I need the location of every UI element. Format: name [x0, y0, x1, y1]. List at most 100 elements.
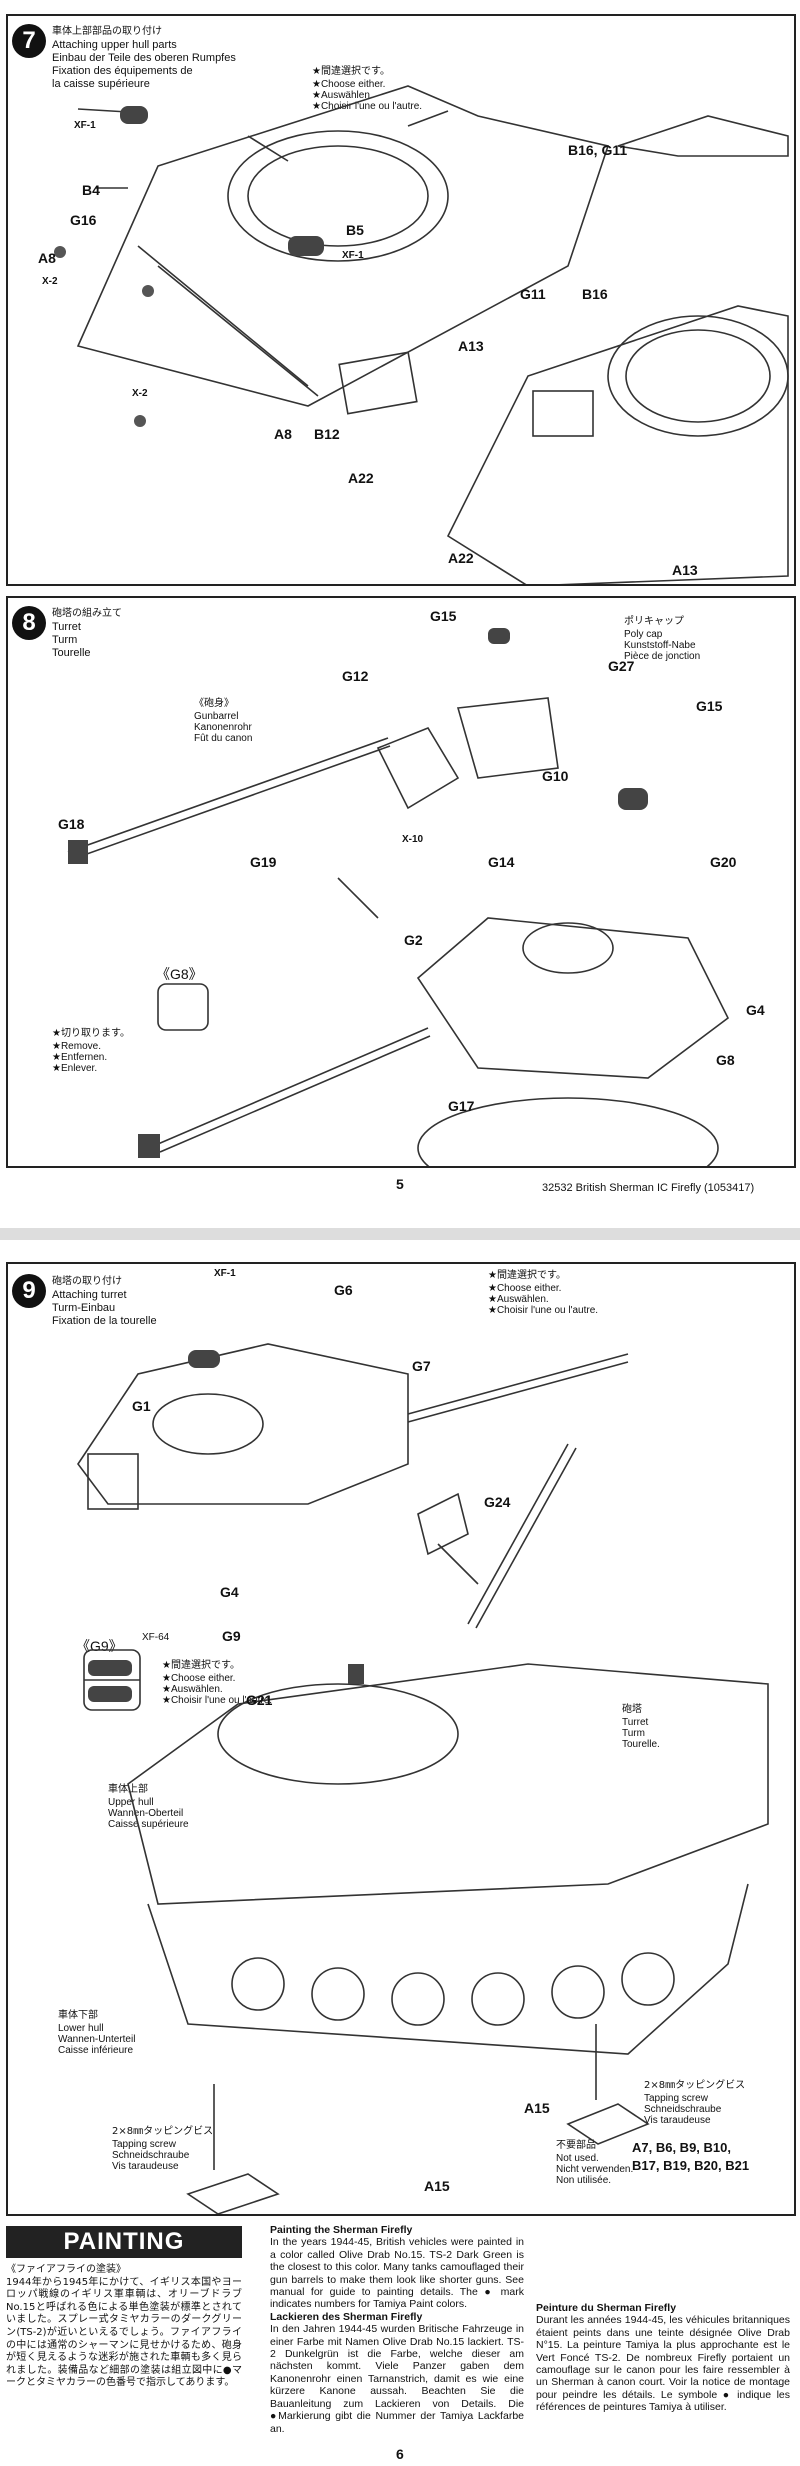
- remove-note-fr: ★Enlever.: [52, 1062, 98, 1074]
- part-label: G11: [520, 286, 546, 302]
- g9-paint: XF-64: [142, 1632, 170, 1643]
- step-9-title-de: Turm-Einbau: [52, 1301, 116, 1314]
- remove-note: ★切り取ります。 ★Remove. ★Entfernen. ★Enlever.: [52, 1028, 130, 1074]
- screw-left-fr: Vis taraudeuse: [112, 2160, 179, 2172]
- not-used-note: 不要部品 Not used. Nicht verwenden. Non util…: [556, 2140, 633, 2186]
- lower-hull-de: Wannen-Unterteil: [58, 2033, 136, 2045]
- screw-right-fr: Vis taraudeuse: [644, 2114, 711, 2126]
- step-8-panel: 8 砲塔の組み立て Turret Turm Tourelle ポリキャップ Po…: [6, 596, 796, 1168]
- part-label: B16: [582, 286, 608, 302]
- page-6: 9 砲塔の取り付け Attaching turret Turm-Einbau F…: [0, 1240, 800, 2466]
- part-label: A8: [38, 250, 56, 266]
- choose-note-fr: ★Choisir l'une ou l'autre.: [488, 1304, 599, 1316]
- part-label: G9: [222, 1628, 241, 1644]
- not-used-parts-2: B17, B19, B20, B21: [632, 2158, 750, 2173]
- not-used-jp: 不要部品: [556, 2140, 596, 2151]
- polycap-note: ポリキャップ Poly cap Kunststoff-Nabe Pièce de…: [624, 616, 700, 662]
- part-label: B16, G11: [568, 142, 628, 158]
- choose-note2-en: ★Choose either.: [162, 1672, 236, 1684]
- choose-note-de: ★Auswählen.: [312, 89, 373, 101]
- painting-jp-column: 《ファイアフライの塗装》 1944年から1945年にかけて、イギリス本国やヨーロ…: [6, 2264, 242, 2390]
- part-label: XF-1: [214, 1268, 236, 1279]
- painting-fr-text: Durant les années 1944-45, les véhicules…: [536, 2314, 790, 2414]
- gunbarrel-fr: Fût du canon: [194, 732, 253, 744]
- part-label: A13: [458, 338, 484, 354]
- screw-left-en: Tapping screw: [112, 2138, 176, 2150]
- page-5: 7 車体上部部品の取り付け Attaching upper hull parts…: [0, 0, 800, 1230]
- lower-hull-note: 車体下部 Lower hull Wannen-Unterteil Caisse …: [58, 2010, 135, 2056]
- part-label: B4: [82, 182, 100, 198]
- part-label: G6: [334, 1282, 353, 1298]
- page-number: 6: [396, 2446, 404, 2462]
- polycap-en: Poly cap: [624, 628, 663, 640]
- part-label: G4: [746, 1002, 765, 1018]
- part-label: G15: [430, 608, 457, 624]
- step-9-title: 砲塔の取り付け Attaching turret Turm-Einbau Fix…: [52, 1276, 157, 1328]
- part-label: X-2: [42, 276, 58, 287]
- step-8-title-de: Turm: [52, 633, 78, 646]
- screw-left-jp: 2×8㎜タッピングビス: [112, 2126, 214, 2137]
- part-label: X-10: [402, 834, 424, 845]
- part-label: G27: [608, 658, 635, 674]
- painting-jp-heading: 《ファイアフライの塗装》: [6, 2264, 126, 2275]
- step-7-title: 車体上部部品の取り付け Attaching upper hull parts E…: [52, 26, 236, 91]
- part-label: A13: [672, 562, 698, 578]
- step-8-title: 砲塔の組み立て Turret Turm Tourelle: [52, 608, 122, 660]
- part-label: G18: [58, 816, 85, 832]
- choose-note2-de: ★Auswählen.: [162, 1683, 223, 1695]
- step-7-choose-note: ★間違選択です。 ★Choose either. ★Auswählen. ★Ch…: [312, 66, 422, 112]
- part-label: A15: [524, 2100, 550, 2116]
- choose-note-jp: ★間違選択です。: [312, 66, 390, 77]
- part-label: G4: [220, 1584, 239, 1600]
- upper-hull-de: Wannen-Oberteil: [108, 1807, 184, 1819]
- not-used-fr: Non utilisée.: [556, 2174, 612, 2186]
- part-label: G24: [484, 1494, 511, 1510]
- part-label: XF-1: [342, 250, 364, 261]
- part-label: G16: [70, 212, 97, 228]
- screw-left-de: Schneidschraube: [112, 2149, 190, 2161]
- choose-note-jp: ★間違選択です。: [488, 1270, 566, 1281]
- gunbarrel-de: Kanonenrohr: [194, 721, 252, 733]
- step-7-title-en: Attaching upper hull parts: [52, 38, 177, 51]
- step-9-title-jp: 砲塔の取り付け: [52, 1276, 122, 1287]
- step-9-panel: 9 砲塔の取り付け Attaching turret Turm-Einbau F…: [6, 1262, 796, 2216]
- step-7-title-fr: Fixation des équipements de: [52, 64, 193, 77]
- step-7-diagram: [54, 85, 789, 584]
- page-gap: [0, 1228, 800, 1242]
- screw-note-left: 2×8㎜タッピングビス Tapping screw Schneidschraub…: [112, 2126, 213, 2172]
- part-label: G17: [448, 1098, 475, 1114]
- remove-note-de: ★Entfernen.: [52, 1051, 108, 1063]
- choose-note2-fr: ★Choisir l'une ou l'autre.: [162, 1694, 273, 1706]
- step-9-title-en: Attaching turret: [52, 1288, 127, 1301]
- part-label: G15: [696, 698, 723, 714]
- choose-note-fr: ★Choisir l'une ou l'autre.: [312, 100, 423, 112]
- step-9-choose-note-2: ★間違選択です。 ★Choose either. ★Auswählen. ★Ch…: [162, 1660, 272, 1706]
- remove-note-jp: ★切り取ります。: [52, 1028, 130, 1039]
- painting-en-de-column: Painting the Sherman Firefly In the year…: [270, 2224, 524, 2435]
- turret-note: 砲塔 Turret Turm Tourelle.: [622, 1704, 660, 1750]
- painting-jp-text: 1944年から1945年にかけて、イギリス本国やヨーロッパ戦線のイギリス軍車輌は…: [6, 2276, 242, 2389]
- part-label: X-2: [132, 388, 148, 399]
- upper-hull-note: 車体上部 Upper hull Wannen-Oberteil Caisse s…: [108, 1784, 189, 1830]
- part-label: A22: [348, 470, 374, 486]
- screw-note-right: 2×8㎜タッピングビス Tapping screw Schneidschraub…: [644, 2080, 745, 2126]
- gunbarrel-jp: 《砲身》: [194, 698, 234, 709]
- step-8-diagram: [67, 628, 730, 1166]
- turret-jp: 砲塔: [622, 1704, 642, 1715]
- step-8-title-jp: 砲塔の組み立て: [52, 608, 122, 619]
- step-7-number: 7: [12, 24, 46, 58]
- remove-note-en: ★Remove.: [52, 1040, 101, 1052]
- not-used-de: Nicht verwenden.: [556, 2163, 634, 2175]
- step-8-number: 8: [12, 606, 46, 640]
- painting-en-text: In the years 1944-45, British vehicles w…: [270, 2236, 524, 2311]
- polycap-de: Kunststoff-Nabe: [624, 639, 696, 651]
- polycap-fr: Pièce de jonction: [624, 650, 701, 662]
- part-label: G14: [488, 854, 515, 870]
- gunbarrel-en: Gunbarrel: [194, 710, 239, 722]
- turret-en: Turret: [622, 1716, 649, 1728]
- step-8-title-fr: Tourelle: [52, 646, 91, 659]
- part-label: G1: [132, 1398, 151, 1414]
- product-code: 32532 British Sherman IC Firefly (105341…: [542, 1182, 755, 1194]
- choose-note-en: ★Choose either.: [312, 78, 386, 90]
- screw-right-de: Schneidschraube: [644, 2103, 722, 2115]
